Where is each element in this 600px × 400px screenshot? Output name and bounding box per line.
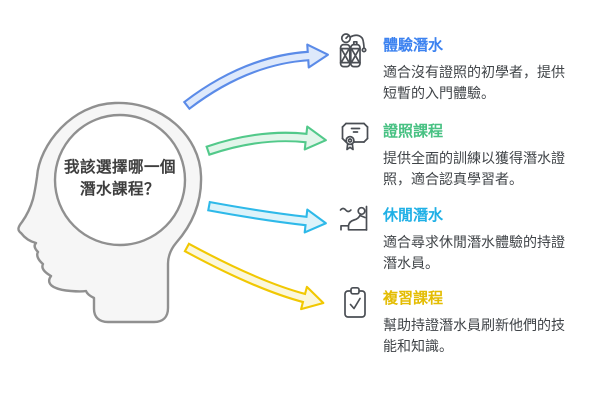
- option-leisure-diving: 休閒潛水 適合尋求休閒潛水體驗的持證 潛水員。: [338, 200, 595, 274]
- thought-bubble-circle: [53, 113, 187, 247]
- option-certification-course: 證照課程 提供全面的訓練以獲得潛水證 照，適合認真學習者。: [338, 116, 595, 190]
- option-desc-leisure-diving: 適合尋求休閒潛水體驗的持證 潛水員。: [383, 234, 565, 271]
- arrow-option-3: [207, 200, 327, 234]
- option-desc-certification-course: 提供全面的訓練以獲得潛水證 照，適合認真學習者。: [383, 150, 565, 187]
- arrow-option-4: [183, 242, 325, 311]
- option-title-experience-diving: 體驗潛水: [383, 37, 444, 54]
- clipboard-check-icon: [338, 285, 372, 323]
- option-refresher-course: 複習課程 幫助持證潛水員刷新他們的技 能和知識。: [338, 283, 595, 357]
- arrow-layer: [182, 43, 330, 311]
- option-desc-experience-diving: 適合沒有證照的初學者，提供 短暫的入門體驗。: [383, 64, 565, 101]
- head-question-line2: 潛水課程？: [79, 181, 160, 198]
- head-question-line1: 我該選擇哪一個: [63, 159, 176, 176]
- option-title-certification-course: 證照課程: [383, 123, 444, 140]
- arrow-option-1: [182, 43, 330, 111]
- scuba-tank-icon: [338, 32, 372, 72]
- diver-icon: [338, 202, 372, 240]
- arrow-option-2: [205, 125, 327, 156]
- option-desc-refresher-course: 幫助持證潛水員刷新他們的技 能和知識。: [383, 317, 565, 354]
- head-question: 我該選擇哪一個 潛水課程？: [40, 157, 200, 201]
- certificate-icon: [338, 118, 372, 158]
- option-title-leisure-diving: 休閒潛水: [383, 207, 444, 224]
- option-experience-diving: 體驗潛水 適合沒有證照的初學者，提供 短暫的入門體驗。: [338, 30, 595, 104]
- option-title-refresher-course: 複習課程: [383, 290, 444, 307]
